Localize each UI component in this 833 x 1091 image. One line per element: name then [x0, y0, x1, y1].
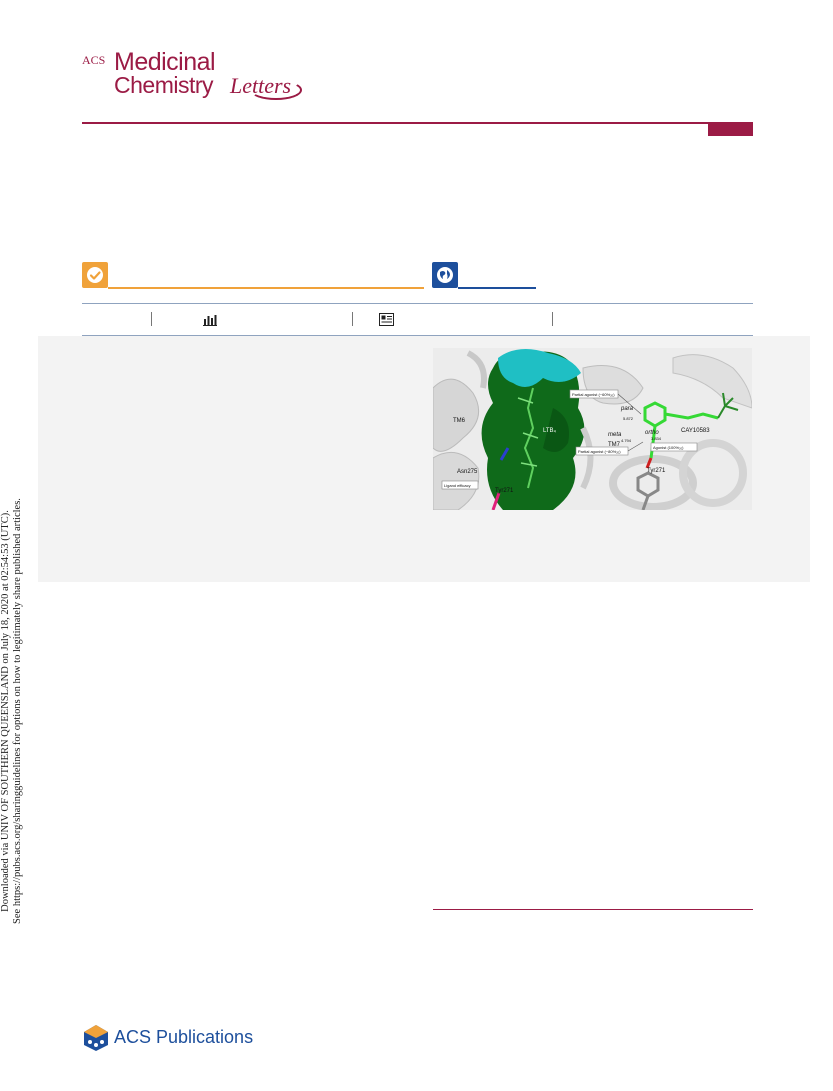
journal-logo: ACS Medicinal Chemistry Letters [82, 48, 322, 100]
label-tyr271-left: Tyr271 [495, 488, 514, 494]
metrics-separator [151, 312, 152, 326]
label-partial-agonist-bottom: Partial agonist (~80%₂ₒ) [578, 449, 621, 454]
open-access-badge[interactable] [82, 262, 108, 288]
label-tyr271-right: Tyr271 [647, 468, 666, 474]
acs-publications-logo: ACS Publications [82, 1024, 253, 1054]
label-tm6: TM6 [453, 418, 466, 424]
label-tm7: TM7 [608, 442, 621, 448]
download-notice: Downloaded via UNIV OF SOUTHERN QUEENSLA… [0, 331, 44, 1091]
check-circle-icon [82, 262, 108, 288]
global-access-badge[interactable] [432, 262, 458, 288]
abstract-graphic: TM6 LTB₄ Asn275 Ligand efficacy Tyr271 P… [433, 348, 752, 510]
label-para: para [620, 406, 634, 412]
label-distance-2: 4.794 [621, 438, 632, 443]
label-ltb4: LTB₄ [543, 428, 557, 434]
header-corner-tab [708, 124, 753, 136]
label-ligand-efficacy: Ligand efficacy [444, 483, 471, 488]
metrics-separator [352, 312, 353, 326]
label-partial-agonist-top: Partial agonist (~60%₂ₒ) [572, 392, 615, 397]
metrics-bar-bottom-rule [82, 335, 753, 336]
metrics-separator [552, 312, 553, 326]
download-notice-line1: Downloaded via UNIV OF SOUTHERN QUEENSLA… [0, 510, 11, 912]
label-distance-1: 5.872 [623, 416, 634, 421]
metrics-icon[interactable] [203, 313, 217, 331]
header-rule [82, 122, 753, 124]
metrics-bar-top-rule [82, 303, 753, 304]
globe-icon [432, 262, 458, 288]
label-asn275: Asn275 [457, 469, 478, 475]
label-cay10583: CAY10583 [681, 428, 710, 434]
download-notice-line2: See https://pubs.acs.org/sharingguidelin… [12, 498, 23, 924]
logo-swoosh [250, 80, 302, 100]
journal-logo-acs: ACS [82, 53, 106, 67]
label-ortho: ortho [645, 430, 659, 436]
acs-hexagon-icon [84, 1025, 108, 1051]
label-distance-3: 3.834 [651, 436, 662, 441]
acs-publications-text: ACS Publications [114, 1027, 254, 1047]
article-recommendations-icon[interactable] [379, 313, 394, 331]
label-meta: meta [608, 432, 622, 438]
open-access-bar [108, 287, 424, 289]
label-agonist: Agonist (100%₂ₒ) [653, 445, 684, 450]
journal-logo-chemistry: Chemistry [114, 72, 214, 98]
column-rule [433, 909, 753, 910]
journal-logo-medicinal: Medicinal [114, 48, 216, 76]
global-access-bar [458, 287, 536, 289]
